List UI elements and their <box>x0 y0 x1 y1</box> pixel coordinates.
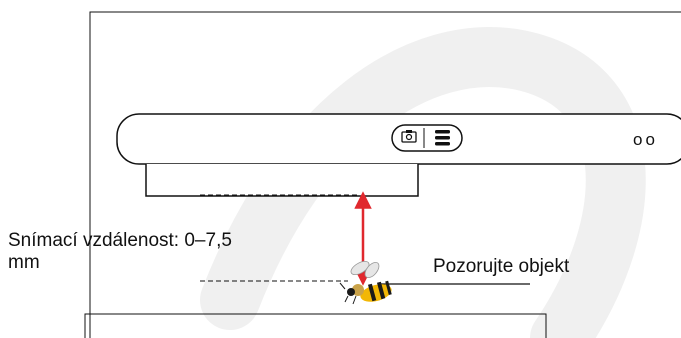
surface-box <box>84 313 547 338</box>
scanner-lens-housing <box>145 164 419 197</box>
camera-icon <box>401 130 417 143</box>
watermark <box>200 27 646 338</box>
frame-border <box>89 11 681 338</box>
bee-icon <box>339 260 392 305</box>
menu-icon <box>435 130 450 146</box>
scanning-distance-label: Snímací vzdálenost: 0–7,5 mm <box>8 230 232 274</box>
indicator-lights: oo <box>633 130 658 149</box>
scanning-distance-line-1: Snímací vzdálenost: 0–7,5 <box>8 230 232 251</box>
scanning-distance-line-2: mm <box>8 252 40 273</box>
observe-object-label: Pozorujte objekt <box>433 256 570 277</box>
